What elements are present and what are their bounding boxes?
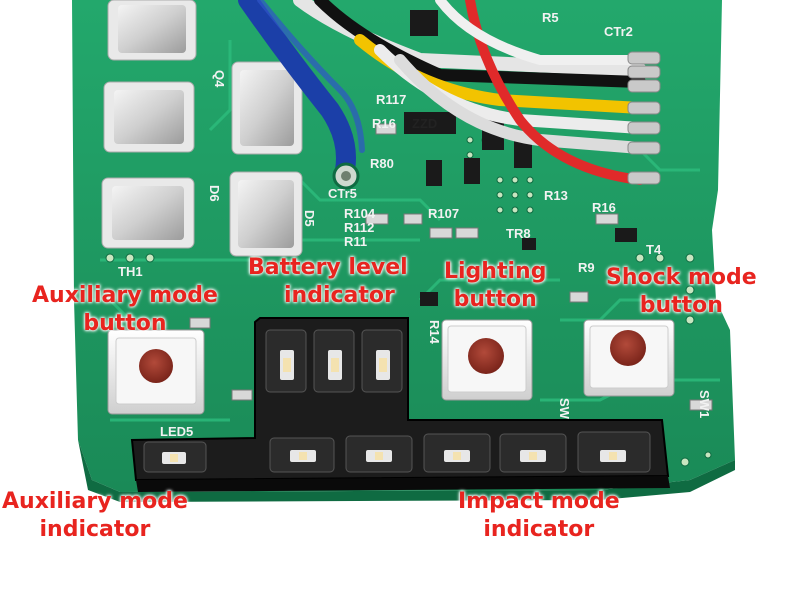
shock-mode-button-switch bbox=[583, 319, 675, 397]
battery-level-indicator-label: Battery level indicator bbox=[248, 255, 408, 308]
svg-text:R112: R112 bbox=[344, 220, 374, 235]
mode-led-windows bbox=[143, 431, 651, 473]
svg-text:TH1: TH1 bbox=[118, 264, 143, 279]
aux-mode-indicator-label: Auxiliary mode indicator bbox=[2, 489, 188, 542]
wire-bundle bbox=[238, 0, 647, 185]
lighting-button-switch bbox=[441, 319, 533, 401]
svg-text:D5: D5 bbox=[302, 210, 317, 227]
svg-text:R107: R107 bbox=[428, 206, 459, 221]
svg-text:ZZD: ZZD bbox=[412, 116, 437, 131]
aux-mode-button-label: Auxiliary mode button bbox=[32, 283, 218, 336]
svg-text:T4: T4 bbox=[646, 242, 662, 257]
svg-text:Q4: Q4 bbox=[212, 70, 227, 88]
svg-text:R13: R13 bbox=[544, 188, 568, 203]
svg-text:R9: R9 bbox=[578, 260, 595, 275]
shock-mode-button-label: Shock mode button bbox=[606, 265, 757, 318]
svg-text:R80: R80 bbox=[370, 156, 394, 171]
lighting-button-label: Lighting button bbox=[444, 259, 547, 312]
inductor-blocks bbox=[101, 0, 303, 257]
svg-text:CTr5: CTr5 bbox=[328, 186, 357, 201]
svg-text:R14: R14 bbox=[427, 320, 442, 345]
svg-text:R11: R11 bbox=[344, 234, 367, 249]
svg-text:CTr2: CTr2 bbox=[604, 24, 633, 39]
svg-text:R117: R117 bbox=[376, 92, 406, 107]
svg-text:R16: R16 bbox=[592, 200, 616, 215]
svg-text:SW1: SW1 bbox=[697, 390, 712, 418]
svg-text:LED5: LED5 bbox=[160, 424, 193, 439]
svg-text:D6: D6 bbox=[207, 185, 222, 202]
svg-text:TR8: TR8 bbox=[506, 226, 531, 241]
svg-text:R16: R16 bbox=[372, 116, 396, 131]
impact-mode-indicator-label: Impact mode indicator bbox=[458, 489, 620, 542]
battery-led-windows bbox=[265, 329, 403, 393]
aux-mode-button-switch bbox=[107, 329, 205, 415]
svg-text:R104: R104 bbox=[344, 206, 376, 221]
svg-text:R5: R5 bbox=[542, 10, 559, 25]
